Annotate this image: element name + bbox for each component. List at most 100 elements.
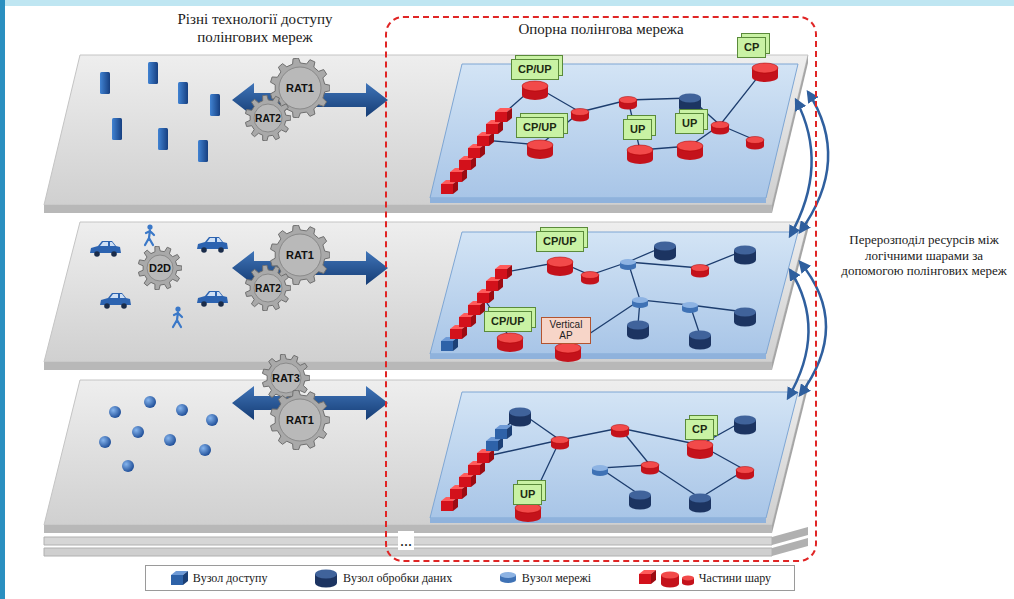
annotation-label: Різні технології доступу полінгових мере… — [155, 10, 355, 46]
network-nodes-part — [459, 313, 476, 327]
redistribution-arrows-part — [790, 100, 812, 236]
network-nodes-part — [527, 140, 553, 159]
layer-parts-icon-part — [661, 572, 679, 579]
function-box: CP/UP — [536, 231, 584, 252]
network-nodes-part — [515, 503, 541, 522]
legend-item: Вузол обробки даних — [313, 568, 452, 588]
network-nodes-part — [450, 325, 467, 339]
network-planes — [430, 64, 798, 523]
redistribution-arrows-part — [800, 262, 826, 395]
more-layers-mark: ... — [398, 531, 414, 550]
function-box: UP — [675, 113, 704, 134]
network-nodes-part — [441, 497, 458, 511]
network-nodes-part — [627, 321, 649, 340]
layer-slabs-part — [44, 55, 808, 205]
function-box: CP — [685, 419, 714, 440]
gear-shape-part — [138, 246, 182, 290]
network-nodes-part — [522, 81, 548, 100]
network-nodes-part — [752, 63, 778, 82]
node-text: D2D — [149, 262, 171, 274]
node-text: RAT2 — [255, 283, 281, 294]
node-text: RAT2 — [255, 113, 281, 124]
network-nodes-part — [682, 302, 698, 313]
devices-part — [148, 62, 158, 84]
legend: Вузол доступу Вузол обробки даних Вузол … — [145, 565, 795, 591]
devices-part — [199, 444, 211, 456]
network-nodes-part — [477, 132, 494, 146]
rat-gear: RAT2 — [245, 95, 291, 141]
network-nodes-part — [450, 485, 467, 499]
network-nodes-part — [746, 137, 764, 150]
network-nodes-part — [627, 145, 653, 164]
network-nodes-part — [734, 416, 756, 435]
network-nodes-part — [677, 141, 703, 160]
node-text: CP/UP — [518, 63, 552, 75]
network-nodes-part — [619, 97, 637, 110]
layer-slabs-part — [44, 222, 808, 362]
legend-text: Вузол обробки даних — [343, 571, 452, 586]
devices-part — [176, 404, 188, 416]
access-node-icon-part — [171, 575, 183, 585]
devices-part — [145, 224, 154, 245]
access-arrows — [232, 83, 388, 420]
node-text: RAT1 — [286, 82, 314, 94]
devices-part — [173, 306, 182, 327]
layer-parts-icon-part — [639, 574, 651, 584]
layer-slabs — [44, 55, 808, 556]
network-nodes-part — [509, 408, 531, 427]
network-nodes-part — [711, 122, 729, 135]
gear-shape-part — [254, 104, 282, 132]
legend-item: Вузол доступу — [169, 569, 268, 587]
network-nodes-part — [468, 301, 485, 315]
slide-frame-part — [0, 0, 1014, 6]
network-nodes-part — [581, 272, 599, 285]
node-text: RAT3 — [272, 372, 300, 384]
node-text: CP — [744, 41, 759, 53]
devices-part — [210, 94, 220, 116]
network-nodes-part — [734, 246, 756, 265]
network-links-part — [483, 68, 765, 150]
network-planes-part — [430, 392, 798, 518]
devices-part — [164, 434, 176, 446]
network-nodes-part — [736, 467, 754, 480]
network-planes-part — [430, 232, 798, 354]
network-planes-part — [430, 518, 766, 523]
network-node-icon — [498, 570, 518, 586]
rat-gear: RAT2 — [245, 265, 291, 311]
devices-part — [197, 237, 228, 253]
network-nodes-part — [687, 440, 713, 459]
rat-gear: RAT3 — [262, 354, 310, 402]
network-nodes-part — [450, 168, 467, 182]
layer-slabs-part — [44, 362, 772, 370]
devices-part — [144, 396, 156, 408]
layer-parts-icon-part — [651, 570, 656, 584]
function-box: UP — [513, 484, 542, 505]
layer-slabs-part — [44, 380, 808, 525]
legend-text: Вузол мережі — [522, 571, 591, 586]
network-nodes-part — [477, 449, 494, 463]
network-planes-part — [430, 354, 766, 359]
gear-shape-part — [279, 67, 321, 109]
node-text: RAT1 — [286, 249, 314, 261]
network-nodes-part — [497, 333, 523, 352]
network-nodes-part — [459, 156, 476, 170]
devices-part — [158, 128, 168, 150]
node-text: RAT1 — [286, 414, 314, 426]
network-nodes-part — [654, 242, 676, 261]
node-text: UP — [630, 123, 645, 135]
layer-slabs-part — [44, 205, 772, 213]
devices-part — [178, 82, 188, 104]
network-nodes-part — [611, 425, 629, 438]
slide-frame-part — [0, 0, 5, 599]
network-nodes-part — [689, 331, 711, 350]
redistribution-arrows — [788, 92, 828, 398]
network-nodes-part — [691, 265, 709, 278]
network-nodes-part — [629, 491, 651, 510]
network-planes-part — [430, 198, 766, 203]
network-nodes-part — [689, 494, 711, 513]
network-nodes-part — [547, 257, 573, 276]
network-nodes-part — [632, 297, 648, 308]
network-nodes-part — [477, 289, 494, 303]
